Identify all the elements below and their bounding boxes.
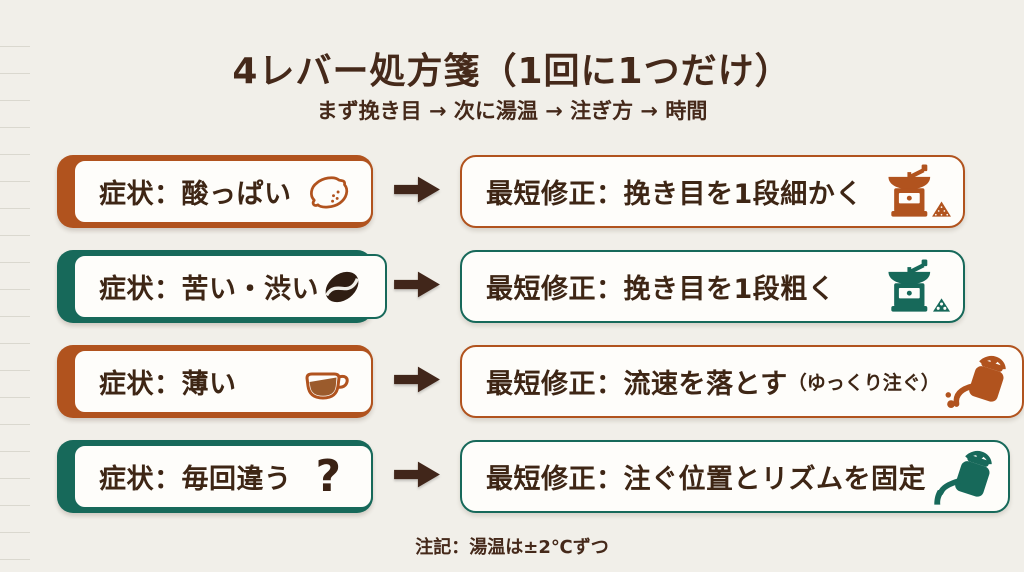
- notebook-ruled-edge: [0, 20, 30, 572]
- row-inconsistent: 症状：毎回違う ? 最短修正：注ぐ位置とリズムを固定: [57, 440, 1010, 513]
- symptom-card-sour: 症状：酸っぱい: [57, 155, 373, 228]
- arrow-zone: [373, 440, 460, 513]
- symptom-label: 症状：酸っぱい: [99, 179, 292, 210]
- symptom-card-inner: 症状：毎回違う ?: [73, 444, 373, 509]
- coffee-bean-icon: [319, 264, 365, 310]
- symptom-card-bitter: 症状：苦い・渋い: [57, 250, 387, 323]
- question-mark-icon: ?: [315, 450, 341, 502]
- right-arrow-icon: [392, 363, 442, 400]
- symptom-card-weak: 症状：薄い: [57, 345, 373, 418]
- fix-card-slow-pour: 最短修正：流速を落とす （ゆっくり注ぐ）: [460, 345, 1024, 418]
- symptom-card-inner: 症状：薄い: [73, 349, 373, 414]
- coffee-grinder-coarse-icon: [879, 259, 951, 315]
- footer-note: 注記：湯温は±2℃ずつ: [415, 537, 609, 558]
- lemon-icon: [305, 170, 351, 214]
- fix-card-fix-position-rhythm: 最短修正：注ぐ位置とリズムを固定: [460, 440, 1010, 513]
- right-arrow-icon: [392, 458, 442, 495]
- arrow-zone: [373, 250, 460, 323]
- coffee-cup-icon: [299, 360, 351, 404]
- fix-label: 最短修正：注ぐ位置とリズムを固定: [486, 464, 926, 495]
- arrow-zone: [373, 345, 460, 418]
- page-subtitle: まず挽き目 → 次に湯温 → 注ぎ方 → 時間: [316, 99, 708, 123]
- row-weak: 症状：薄い 最短修正：流速を落とす （ゆっくり注ぐ）: [57, 345, 1024, 418]
- symptom-card-inner: 症状：酸っぱい: [73, 159, 373, 224]
- row-sour: 症状：酸っぱい 最短修正：挽き目を1段細かく: [57, 155, 965, 228]
- symptom-card-inner: 症状：苦い・渋い: [73, 254, 387, 319]
- fix-label: 最短修正：流速を落とす: [486, 369, 788, 400]
- kettle-pour-drops-icon: [940, 353, 1010, 411]
- row-bitter: 症状：苦い・渋い 最短修正：挽き目を1段粗く: [57, 250, 965, 323]
- arrow-zone: [373, 155, 460, 228]
- symptom-label: 症状：毎回違う: [99, 464, 292, 495]
- symptom-card-inconsistent: 症状：毎回違う ?: [57, 440, 373, 513]
- fix-card-grind-coarser: 最短修正：挽き目を1段粗く: [460, 250, 965, 323]
- fix-label: 最短修正：挽き目を1段細かく: [486, 179, 863, 210]
- fix-label: 最短修正：挽き目を1段粗く: [486, 274, 836, 305]
- coffee-grinder-fine-icon: [879, 164, 951, 220]
- fix-card-grind-finer: 最短修正：挽き目を1段細かく: [460, 155, 965, 228]
- symptom-label: 症状：苦い・渋い: [99, 274, 319, 305]
- fix-label-suffix: （ゆっくり注ぐ）: [787, 372, 940, 394]
- symptom-label: 症状：薄い: [99, 369, 237, 400]
- right-arrow-icon: [392, 173, 442, 210]
- kettle-pour-stream-icon: [926, 448, 996, 506]
- right-arrow-icon: [392, 268, 442, 305]
- page-title: 4レバー処方箋（1回に1つだけ）: [232, 51, 792, 92]
